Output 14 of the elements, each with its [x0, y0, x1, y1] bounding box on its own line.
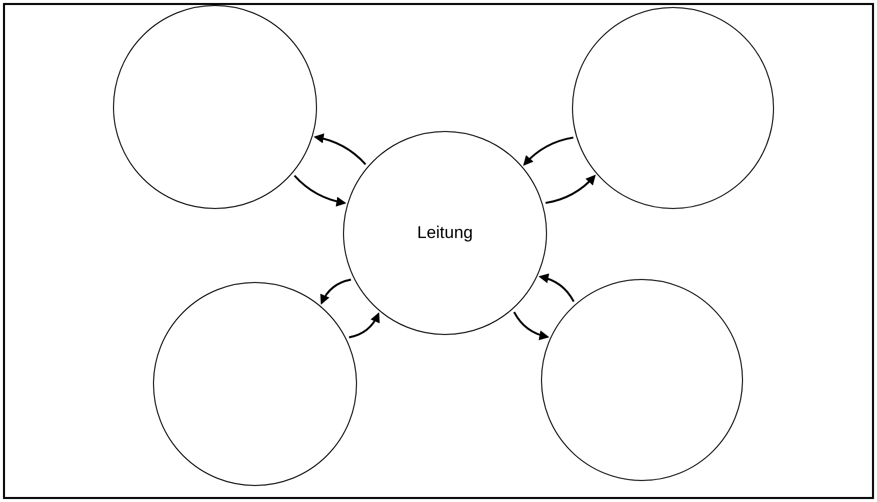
- empty-circle: [572, 7, 774, 209]
- curved-arrow: [523, 136, 574, 166]
- curved-arrow: [538, 274, 575, 302]
- curved-arrow: [314, 134, 366, 166]
- curved-arrow: [513, 312, 550, 340]
- empty-circle: [153, 282, 357, 486]
- empty-circle: [541, 279, 743, 481]
- node-label: Leitung: [417, 223, 473, 243]
- node-circle: [343, 131, 547, 335]
- empty-circle: [113, 5, 317, 209]
- curved-arrow: [348, 312, 380, 338]
- curved-arrow: [320, 278, 352, 305]
- curved-arrow: [545, 174, 596, 204]
- curved-arrow: [294, 174, 346, 206]
